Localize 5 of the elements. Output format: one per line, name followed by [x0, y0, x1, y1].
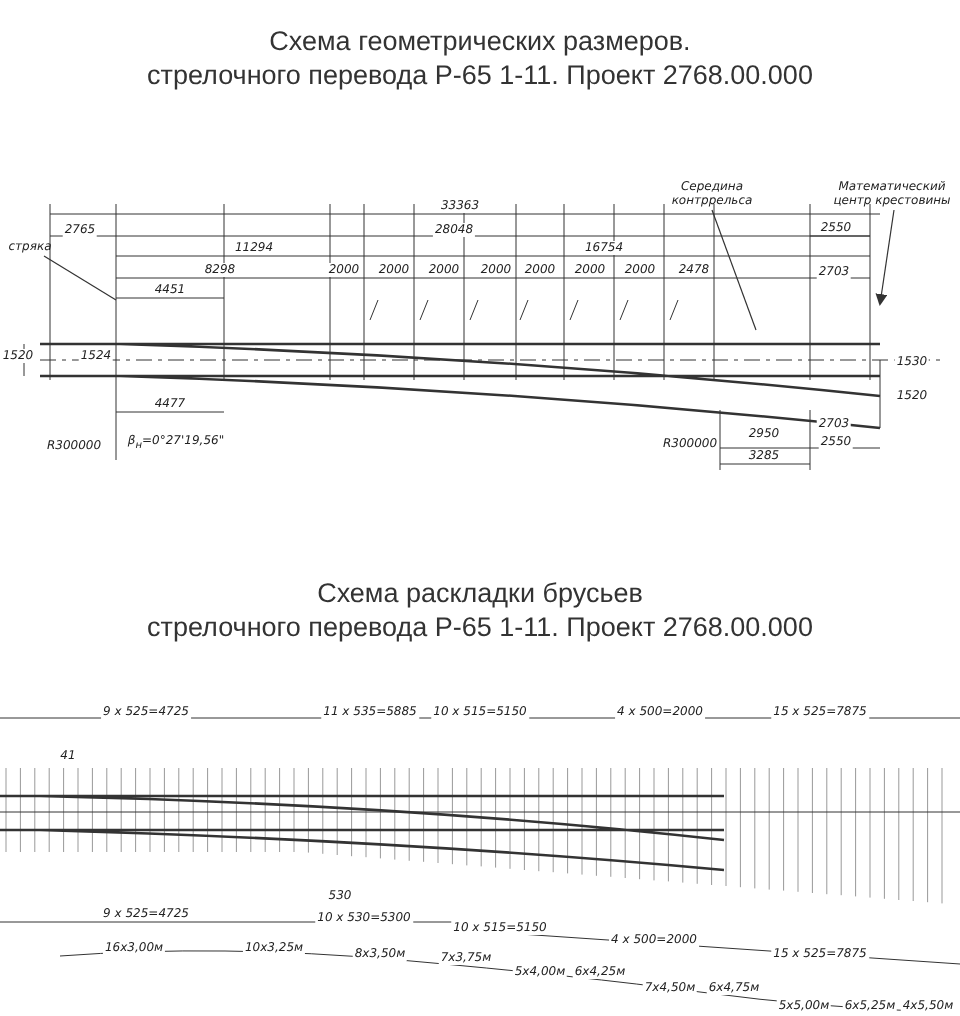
leader-line: [43, 255, 117, 301]
leader-line: [875, 209, 895, 306]
leader-line: [711, 209, 757, 331]
diagram-title: Схема геометрических размеров. стрелочного перевода Р-65 1-11. Проект 2768.00.000: [145, 24, 815, 92]
section-heading: Схема раскладки брусьев стрелочного перевода Р-65 1-11. Проект 2768.00.000: [145, 576, 815, 644]
